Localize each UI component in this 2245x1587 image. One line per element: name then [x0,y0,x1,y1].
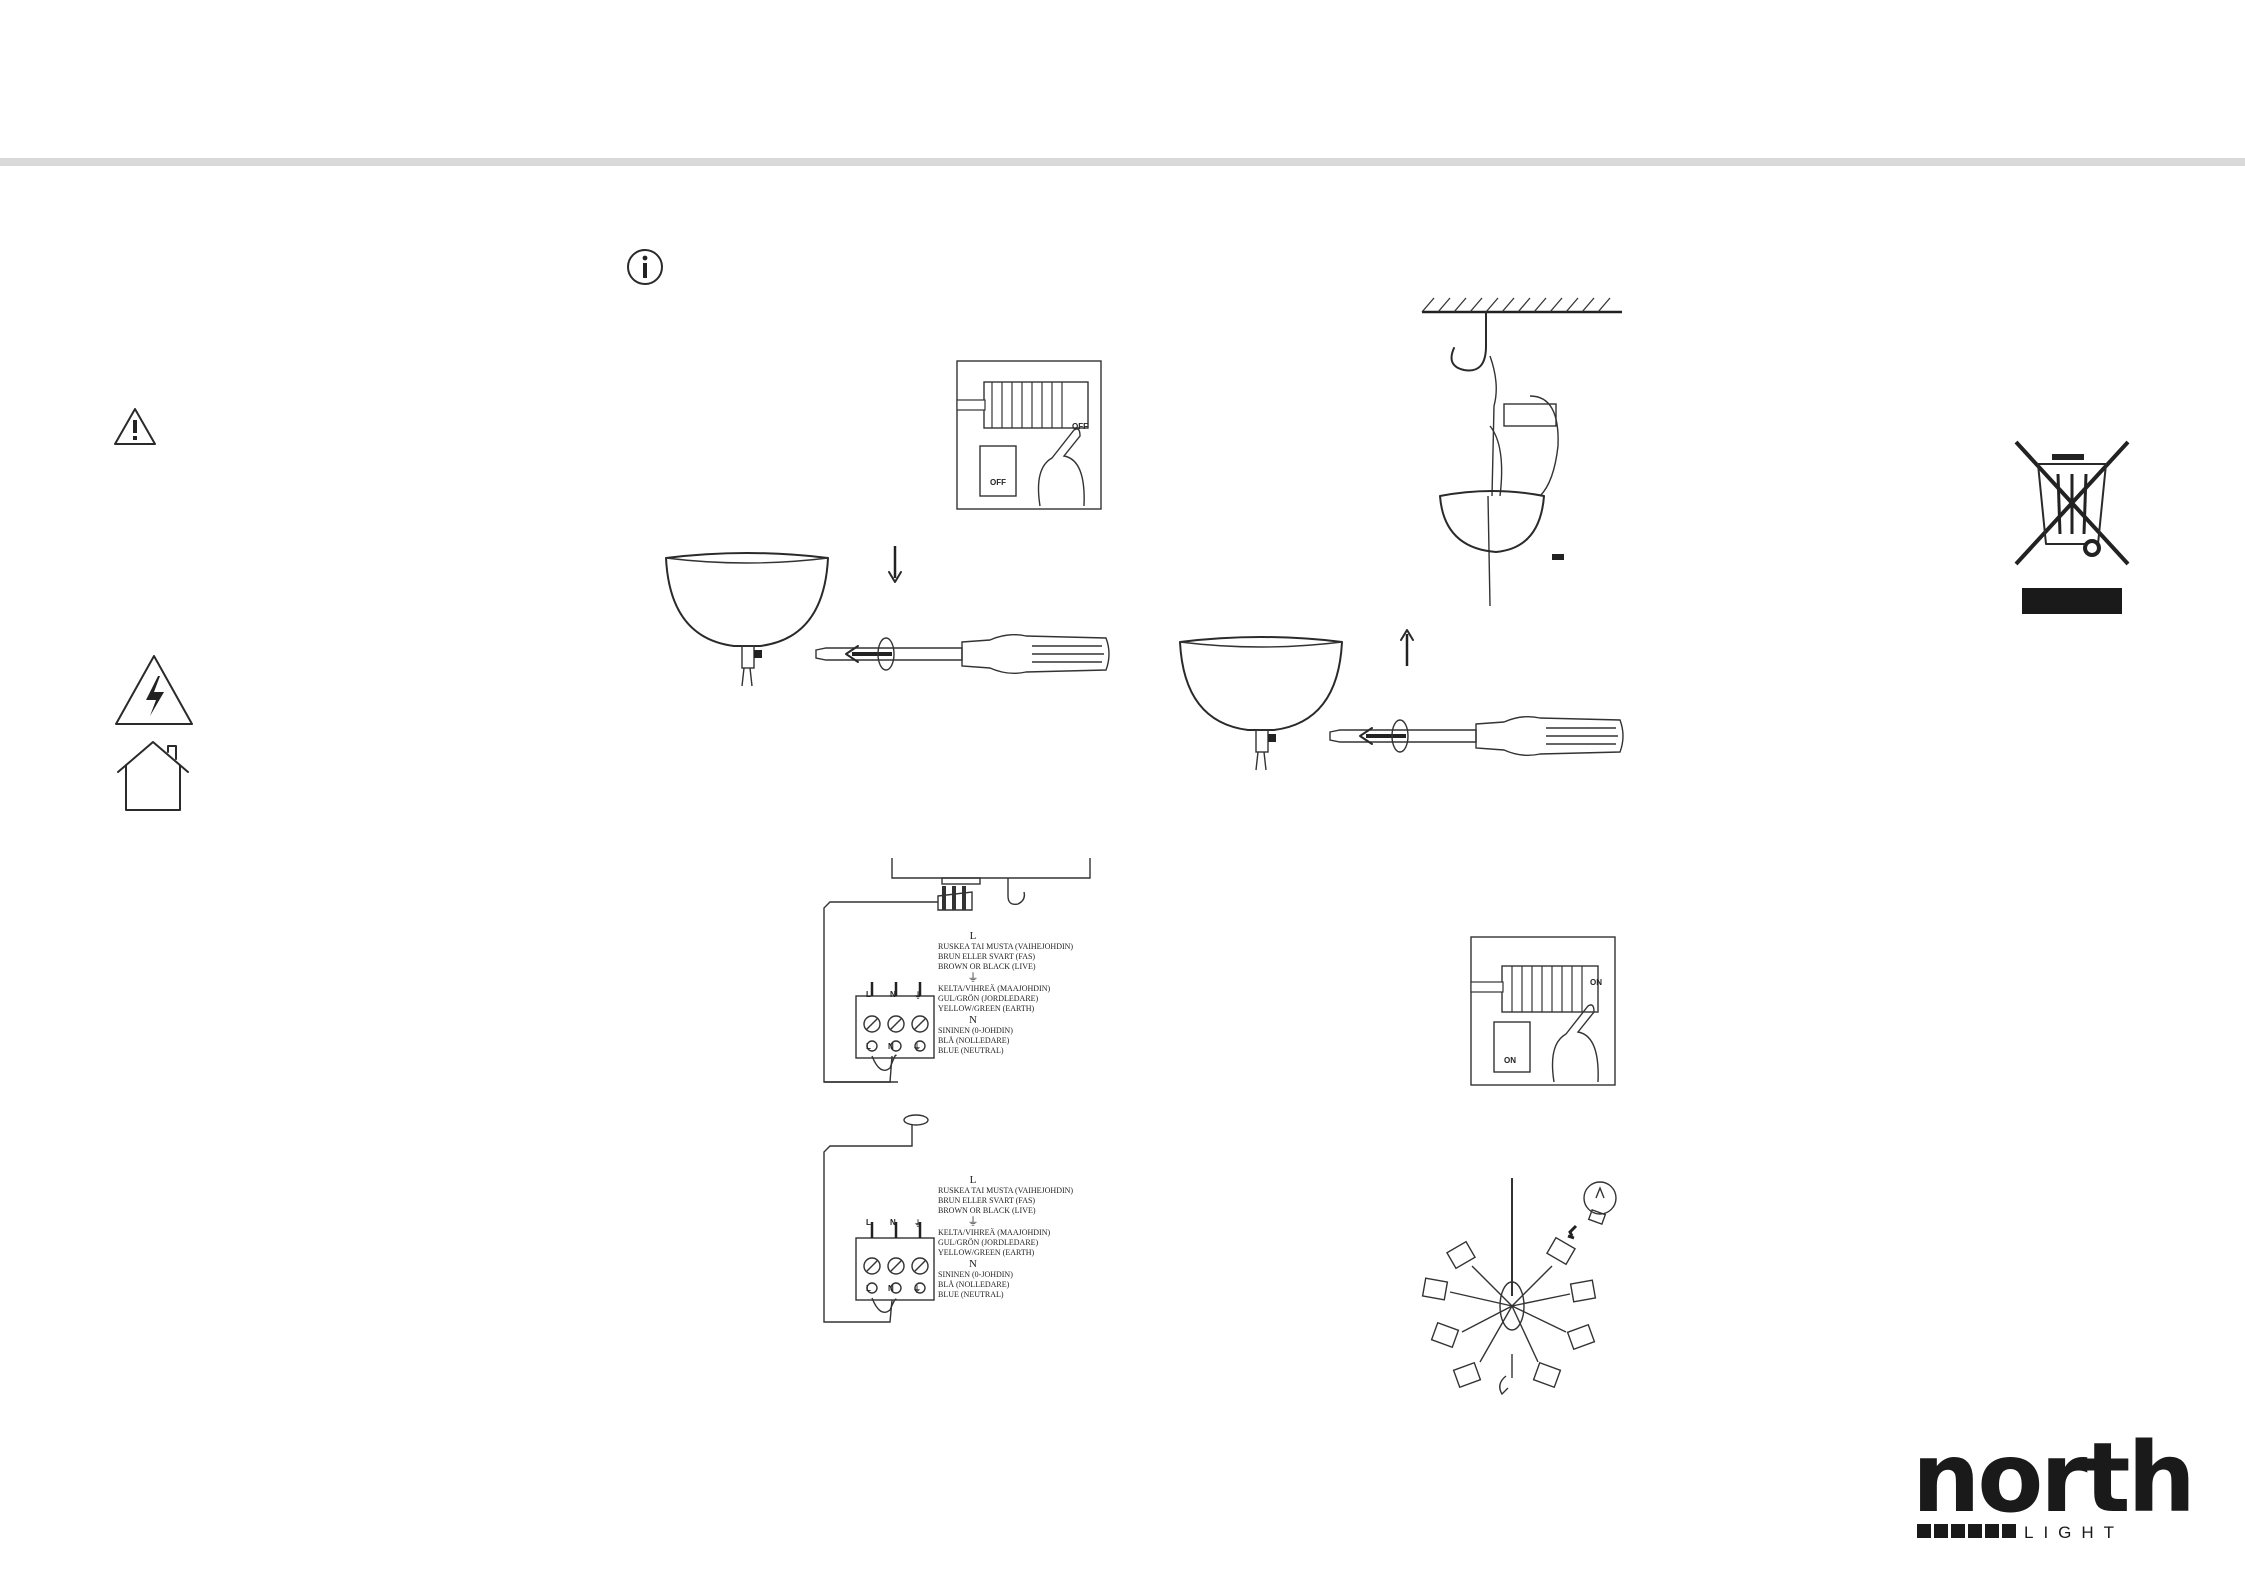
wiring-2-top-N: N [890,1218,896,1227]
screwdriver-left [815,633,1110,675]
switch-off-label: OFF [990,478,1006,487]
rail-off-label: OFF [1072,422,1088,431]
canopy-dome-right [1179,636,1343,771]
switch-on-label: ON [1504,1056,1516,1065]
wiring-2-bottom-L: L [866,1284,871,1293]
screwdriver-right [1329,715,1624,757]
power-off-illustration [956,360,1102,510]
arrow-up-icon [1400,629,1414,666]
wiring-1-legend: L RUSKEA TAI MUSTA (VAIHEJOHDIN) BRUN EL… [938,930,1074,1055]
indoor-use-icon [117,741,189,811]
wiring-2-bottom-N: N [888,1284,894,1293]
wiring-2-top-L: L [866,1218,871,1227]
ceiling-hook-illustration [1421,297,1622,607]
wiring-1-bottom-N: N [888,1042,894,1051]
wiring-2-legend: L RUSKEA TAI MUSTA (VAIHEJOHDIN) BRUN EL… [938,1174,1074,1299]
high-voltage-icon [115,655,193,725]
wiring-1-top-L: L [866,990,871,999]
weee-bin-icon [2014,440,2130,614]
info-icon [627,249,663,285]
wiring-2-bottom-earth: ⏚ [913,1285,921,1294]
wiring-2-top-earth: ⏚ [914,1219,922,1228]
rail-on-label: ON [1590,978,1602,987]
wiring-diagram-box [823,1114,935,1323]
chandelier-bulb-illustration [1421,1178,1617,1396]
brand-logo-blocks [1917,1524,2019,1543]
wiring-1-bottom-L: L [866,1042,871,1051]
header-rule [0,158,2245,166]
brand-logo-sub: LIGHT [2024,1523,2125,1542]
wiring-diagram-ceiling [823,858,1091,1083]
wiring-1-top-N: N [890,990,896,999]
brand-logo-word: north [1912,1422,2196,1534]
arrow-down-icon [888,546,902,583]
power-on-illustration [1470,936,1616,1086]
canopy-dome-left [665,552,829,687]
warning-icon [114,408,156,445]
wiring-1-bottom-earth: ⏚ [913,1043,921,1052]
wiring-1-top-earth: ⏚ [914,991,922,1000]
